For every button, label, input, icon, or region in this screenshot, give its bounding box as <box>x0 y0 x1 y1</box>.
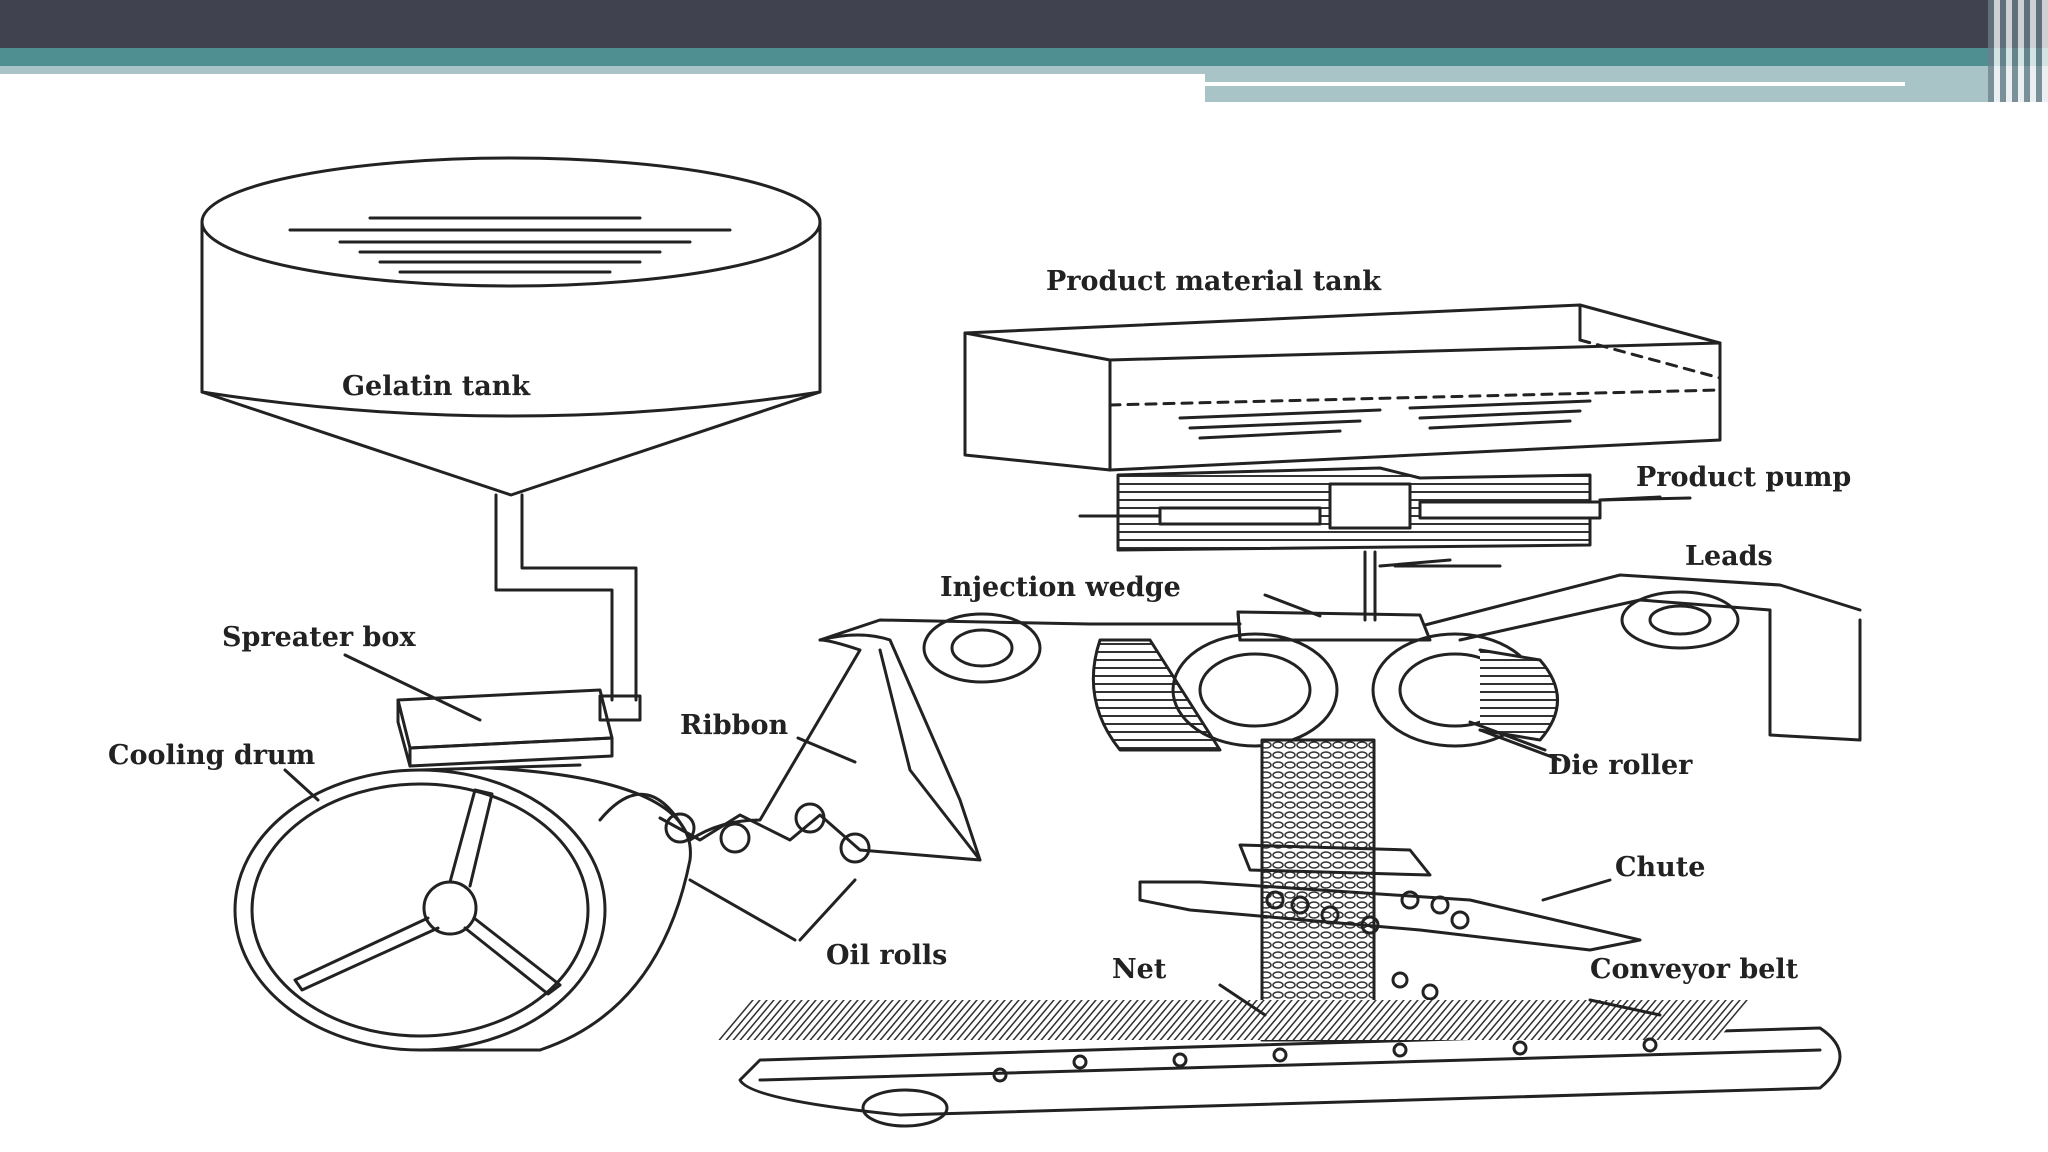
ribbon <box>598 618 1092 942</box>
label-gelatin-tank: Gelatin tank <box>342 371 531 402</box>
label-injection-wedge: Injection wedge <box>940 572 1181 603</box>
header-edge-stripes <box>1988 0 2048 102</box>
label-leads: Leads <box>1685 541 1773 572</box>
label-conveyor-belt: Conveyor belt <box>1590 954 1799 985</box>
label-die-roller: Die roller <box>1548 750 1693 781</box>
label-cooling-drum: Cooling drum <box>108 740 315 771</box>
label-ribbon: Ribbon <box>680 710 788 741</box>
label-oil-rolls: Oil rolls <box>826 940 947 971</box>
upper-ribbon-roller <box>922 612 1042 684</box>
product-material-tank <box>963 303 1722 472</box>
label-net: Net <box>1112 954 1167 985</box>
die-roller-arrow <box>1478 728 1562 762</box>
leads-arrow <box>1378 558 1452 568</box>
label-chute: Chute <box>1615 852 1705 883</box>
label-spreater-box: Spreater box <box>222 622 416 653</box>
header-bar-dark <box>0 0 2048 48</box>
gelatin-tank <box>200 156 822 497</box>
die-rollers <box>1091 632 1559 752</box>
spreater-box <box>343 653 614 768</box>
product-pump <box>1078 466 1692 622</box>
right-ribbon-path <box>1088 573 1862 742</box>
cooling-drum <box>233 763 692 1052</box>
conveyor-belt <box>717 983 1842 1128</box>
chute <box>1138 843 1642 1019</box>
label-product-pump: Product pump <box>1636 462 1851 493</box>
header-bar-light-left <box>0 66 1205 74</box>
label-product-material-tank: Product material tank <box>1046 266 1382 297</box>
gelatin-pipe <box>494 493 642 722</box>
product-pump-arrow <box>1598 495 1662 502</box>
header-bar-teal <box>0 48 2048 66</box>
header-accent-line <box>1205 82 1905 86</box>
